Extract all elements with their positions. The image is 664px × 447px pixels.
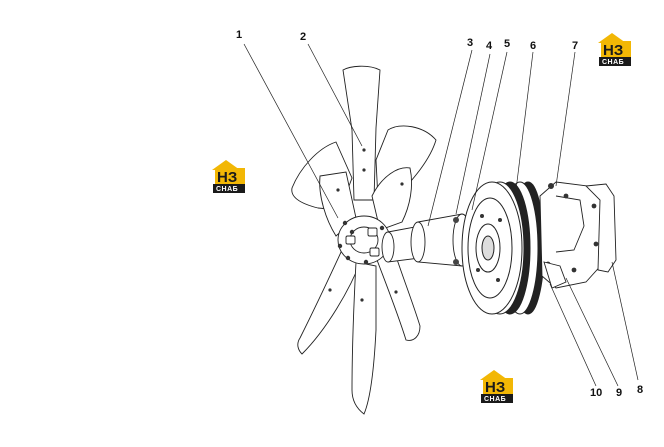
svg-text:НЗ: НЗ bbox=[603, 42, 623, 59]
callout-1: 1 bbox=[236, 29, 242, 41]
fan-blade-top bbox=[342, 65, 381, 201]
logo-watermark-bottom: НЗ СНАБ bbox=[480, 370, 513, 403]
callout-5: 5 bbox=[504, 38, 510, 50]
callout-7: 7 bbox=[572, 40, 578, 52]
svg-text:СНАБ: СНАБ bbox=[484, 396, 506, 403]
callout-8: 8 bbox=[637, 384, 643, 396]
callout-6: 6 bbox=[530, 40, 536, 52]
leader-lines bbox=[243, 43, 639, 387]
svg-text:НЗ: НЗ bbox=[485, 379, 505, 396]
svg-text:СНАБ: СНАБ bbox=[216, 186, 238, 193]
fan-blade-lower-left bbox=[297, 249, 363, 355]
housing-bracket bbox=[539, 181, 617, 289]
fan-assembly bbox=[291, 65, 437, 415]
fan-blade-bottom bbox=[351, 261, 377, 415]
callout-3: 3 bbox=[467, 37, 473, 49]
callout-labels: 1 2 3 4 5 6 7 8 9 10 bbox=[236, 29, 643, 399]
pulley bbox=[461, 181, 545, 315]
logo-watermark-left: НЗ СНАБ bbox=[212, 160, 245, 193]
logo-watermark-top-right: НЗ СНАБ bbox=[598, 33, 631, 66]
svg-text:СНАБ: СНАБ bbox=[602, 59, 624, 66]
callout-9: 9 bbox=[616, 387, 622, 399]
svg-text:НЗ: НЗ bbox=[217, 169, 237, 186]
callout-10: 10 bbox=[590, 387, 602, 399]
callout-4: 4 bbox=[486, 40, 493, 52]
callout-2: 2 bbox=[300, 31, 306, 43]
